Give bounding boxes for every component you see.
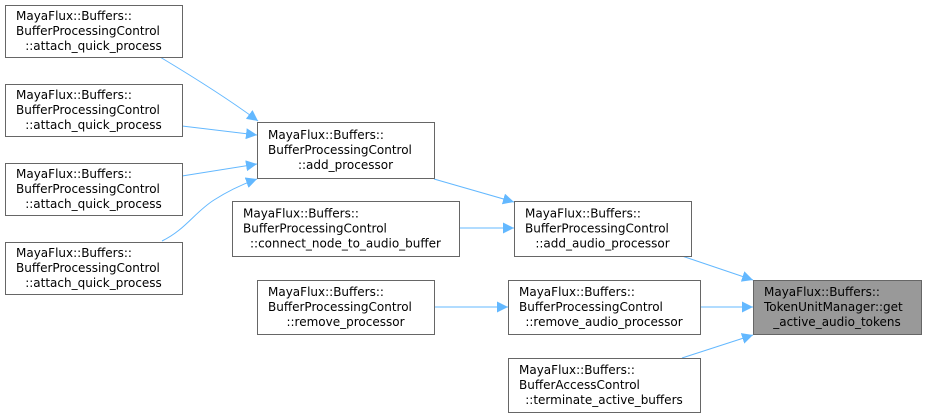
- node-box: [257, 280, 435, 335]
- edge-a3-to-b: [181, 160, 258, 177]
- node-label-line: MayaFlux::Buffers::: [16, 9, 132, 23]
- node-label-line: MayaFlux::Buffers::: [519, 285, 635, 299]
- node-label-line: ::attach_quick_process: [25, 276, 162, 290]
- graph-node[interactable]: MayaFlux::Buffers::BufferProcessingContr…: [257, 122, 435, 179]
- node-box: [232, 201, 460, 257]
- node-label-line: BufferProcessingControl: [16, 182, 160, 196]
- edge-a2-to-b: [181, 125, 258, 140]
- graph-node[interactable]: MayaFlux::Buffers::BufferProcessingContr…: [5, 242, 183, 295]
- node-label-line: ::attach_quick_process: [25, 39, 162, 53]
- node-label-line: MayaFlux::Buffers::: [268, 128, 384, 142]
- edge-g-to-h: [681, 333, 754, 359]
- node-label-line: ::remove_processor: [286, 315, 404, 329]
- node-box: [5, 163, 183, 216]
- node-label-line: MayaFlux::Buffers::: [16, 167, 132, 181]
- node-label-line: BufferProcessingControl: [16, 103, 160, 117]
- edge-a4-to-b: [161, 177, 258, 242]
- node-box: [508, 280, 701, 335]
- node-label-line: BufferProcessingControl: [268, 300, 412, 314]
- node-label-line: MayaFlux::Buffers::: [519, 363, 635, 377]
- graph-node[interactable]: MayaFlux::Buffers::BufferProcessingContr…: [257, 280, 435, 335]
- node-label-line: MayaFlux::Buffers::: [16, 246, 132, 260]
- node-label-line: ::terminate_active_buffers: [525, 393, 683, 407]
- node-label-line: MayaFlux::Buffers::: [16, 88, 132, 102]
- node-label-line: BufferProcessingControl: [16, 261, 160, 275]
- edge-b-to-d: [433, 178, 515, 205]
- node-label-line: BufferProcessingControl: [525, 222, 669, 236]
- node-label-line: MayaFlux::Buffers::: [525, 207, 641, 221]
- graph-node[interactable]: MayaFlux::Buffers::BufferProcessingContr…: [514, 201, 692, 257]
- node-label-line: MayaFlux::Buffers::: [764, 285, 880, 299]
- graph-node-current-function: MayaFlux::Buffers::TokenUnitManager::get…: [753, 280, 922, 335]
- node-box: [514, 201, 692, 257]
- node-box: [257, 122, 435, 179]
- node-label-line: ::remove_audio_processor: [525, 315, 682, 329]
- graph-node[interactable]: MayaFlux::Buffers::BufferProcessingContr…: [508, 280, 701, 335]
- node-label-line: MayaFlux::Buffers::: [268, 285, 384, 299]
- node-box: [5, 242, 183, 295]
- node-label-line: BufferProcessingControl: [519, 300, 663, 314]
- graph-node[interactable]: MayaFlux::Buffers::BufferProcessingContr…: [232, 201, 460, 257]
- node-label-line: ::connect_node_to_audio_buffer: [250, 237, 441, 251]
- node-label-line: TokenUnitManager::get: [763, 300, 903, 314]
- edge-a1-to-b: [159, 56, 259, 122]
- graph-node[interactable]: MayaFlux::Buffers::BufferProcessingContr…: [5, 84, 183, 137]
- node-box: [753, 280, 922, 335]
- graph-node[interactable]: MayaFlux::Buffers::BufferProcessingContr…: [5, 5, 183, 58]
- node-label-line: BufferAccessControl: [519, 378, 640, 392]
- node-label-line: ::attach_quick_process: [25, 197, 162, 211]
- node-label-line: ::add_processor: [298, 158, 393, 172]
- node-box: [508, 358, 701, 413]
- node-label-line: ::add_audio_processor: [535, 237, 669, 251]
- graph-node[interactable]: MayaFlux::Buffers::BufferProcessingContr…: [5, 163, 183, 216]
- node-box: [5, 5, 183, 58]
- node-label-line: ::attach_quick_process: [25, 118, 162, 132]
- node-box: [5, 84, 183, 137]
- edge-d-to-h: [681, 255, 754, 282]
- node-label-line: BufferProcessingControl: [268, 143, 412, 157]
- node-label-line: BufferProcessingControl: [16, 24, 160, 38]
- node-label-line: _active_audio_tokens: [772, 315, 901, 329]
- graph-node[interactable]: MayaFlux::Buffers::BufferAccessControl::…: [508, 358, 701, 413]
- node-label-line: BufferProcessingControl: [243, 222, 387, 236]
- node-label-line: MayaFlux::Buffers::: [243, 207, 359, 221]
